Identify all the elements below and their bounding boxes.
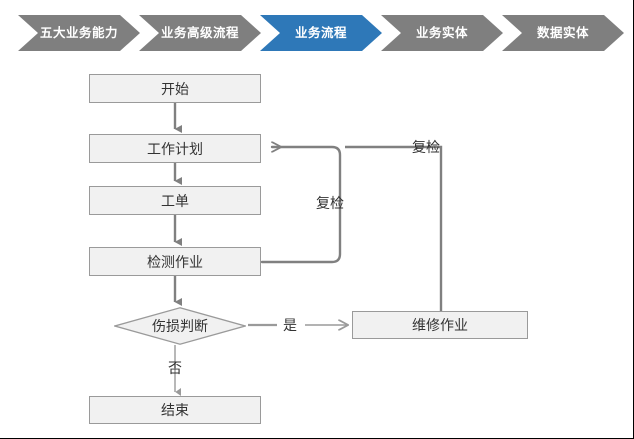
breadcrumb-item-3[interactable]: 业务流程: [260, 15, 382, 51]
edge-label-branch-no: 否: [168, 360, 182, 376]
breadcrumb-item-4[interactable]: 业务实体: [381, 15, 503, 51]
flow-node-label: 伤损判断: [152, 318, 208, 334]
breadcrumb-item-label: 数据实体: [536, 25, 589, 40]
flow-node-work_order[interactable]: 工单: [89, 186, 261, 215]
breadcrumb-item-2[interactable]: 业务高级流程: [139, 15, 261, 51]
flow-node-work_plan[interactable]: 工作计划: [89, 134, 261, 163]
breadcrumb-item-label: 业务流程: [294, 25, 347, 40]
edge-label-recheck-outer: 复检: [412, 139, 440, 155]
edge-label-recheck-inner: 复检: [316, 195, 344, 211]
flow-node-end[interactable]: 结束: [89, 396, 261, 424]
breadcrumb: 五大业务能力 业务高级流程 业务流程 业务实体 数据实体: [0, 0, 634, 62]
flow-node-start[interactable]: 开始: [89, 74, 261, 103]
flow-node-repair[interactable]: 维修作业: [352, 311, 528, 339]
flow-node-label: 工单: [161, 192, 189, 209]
breadcrumb-item-label: 业务实体: [415, 25, 468, 40]
breadcrumb-item-5[interactable]: 数据实体: [502, 15, 624, 51]
edge-label-branch-yes: 是: [283, 317, 297, 333]
flow-node-label: 检测作业: [147, 253, 203, 270]
connector-recheck-outer: [345, 145, 443, 311]
flow-node-label: 工作计划: [147, 140, 203, 157]
flow-node-label: 结束: [161, 402, 189, 418]
breadcrumb-item-label: 业务高级流程: [160, 25, 239, 40]
flow-node-label: 开始: [161, 80, 189, 97]
breadcrumb-item-label: 五大业务能力: [39, 25, 118, 40]
flow-node-label: 维修作业: [412, 317, 468, 333]
breadcrumb-item-1[interactable]: 五大业务能力: [18, 15, 140, 51]
flow-node-damage[interactable]: 伤损判断: [114, 307, 246, 345]
flow-node-inspection[interactable]: 检测作业: [89, 247, 261, 276]
diamond-shape: [114, 307, 246, 345]
